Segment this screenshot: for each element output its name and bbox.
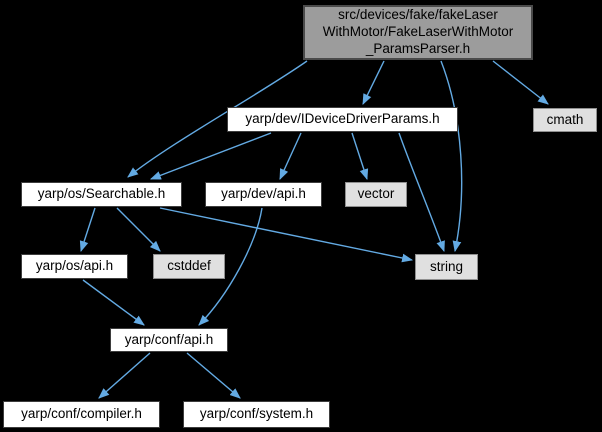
graph-node-devapi[interactable]: yarp/dev/api.h <box>205 182 322 207</box>
edge-devapi-to-confapi <box>198 207 263 326</box>
edge-root-to-searchable <box>127 60 308 178</box>
node-label: yarp/dev/IDeviceDriverParams.h <box>245 111 440 127</box>
edge-confapi-to-compiler <box>98 352 151 399</box>
graph-node-searchable[interactable]: yarp/os/Searchable.h <box>21 182 182 207</box>
node-label: cstddef <box>167 258 211 274</box>
graph-node-cstddef: cstddef <box>153 254 225 279</box>
graph-node-osapi[interactable]: yarp/os/api.h <box>21 254 128 279</box>
node-label: cmath <box>546 111 584 127</box>
edge-searchable-to-cstddef <box>116 207 161 252</box>
graph-node-cmath: cmath <box>533 108 597 132</box>
edge-idevicedriverparams-to-string <box>398 132 445 253</box>
edge-osapi-to-confapi <box>82 279 145 326</box>
edge-root-to-string <box>440 60 463 253</box>
graph-node-confcompiler[interactable]: yarp/conf/compiler.h <box>3 401 160 428</box>
node-label: yarp/conf/system.h <box>199 406 314 422</box>
graph-node-idevicedriverparams[interactable]: yarp/dev/IDeviceDriverParams.h <box>227 107 458 132</box>
node-label: yarp/conf/compiler.h <box>21 406 142 422</box>
graph-node-vector: vector <box>345 182 407 207</box>
node-label: yarp/conf/api.h <box>124 331 214 347</box>
edge-idevicedriverparams-to-searchable <box>149 132 272 180</box>
node-label: string <box>429 258 463 274</box>
graph-node-root: src/devices/fake/fakeLaser WithMotor/Fak… <box>303 5 533 60</box>
node-label: yarp/dev/api.h <box>221 186 306 202</box>
graph-node-confsystem[interactable]: yarp/conf/system.h <box>183 401 330 428</box>
node-label: src/devices/fake/fakeLaser WithMotor/Fak… <box>322 7 514 56</box>
edge-confapi-to-system <box>186 352 241 399</box>
edge-searchable-to-string <box>159 207 414 263</box>
edge-idevicedriverparams-to-vector <box>351 132 369 181</box>
edge-idevicedriverparams-to-devapi <box>279 132 302 181</box>
node-label: yarp/os/api.h <box>35 258 114 274</box>
edge-root-to-cmath <box>492 60 549 105</box>
node-label: vector <box>357 186 395 202</box>
graph-node-confapi[interactable]: yarp/conf/api.h <box>110 328 228 352</box>
graph-node-string: string <box>415 254 478 280</box>
node-label: yarp/os/Searchable.h <box>37 186 166 202</box>
edge-root-to-idevicedriverparams <box>362 60 385 105</box>
edge-searchable-to-osapi <box>79 207 96 253</box>
